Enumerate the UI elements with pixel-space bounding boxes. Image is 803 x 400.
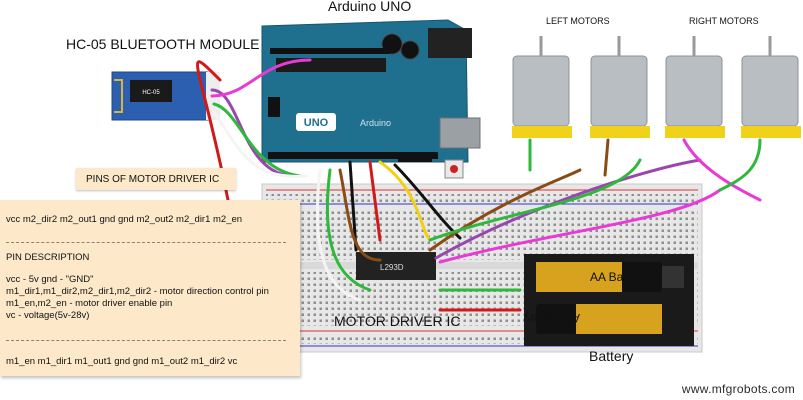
left-motors-title: LEFT MOTORS [546, 16, 610, 26]
pin-description-panel: vcc m2_dir2 m2_out1 gnd gnd m2_out2 m2_d… [0, 200, 300, 376]
arduino-title: Arduino UNO [328, 0, 412, 14]
ic-label: L293D [380, 263, 404, 272]
bottom-pin-row: m1_en m1_dir1 m1_out1 gnd gnd m1_out2 m1… [6, 356, 238, 367]
wires [196, 58, 762, 312]
description-line-2: m1_dir1,m1_dir2,m2_dir1,m2_dir2 - motor … [6, 286, 269, 297]
board-label: Arduino [360, 118, 391, 128]
right-motors-title: RIGHT MOTORS [689, 16, 759, 26]
hc05-module: HC-05 [111, 71, 220, 121]
top-pin-row: vcc m2_dir2 m2_out1 gnd gnd m2_out2 m2_d… [6, 214, 243, 225]
description-line-4: vc - voltage(5v-28v) [6, 310, 90, 321]
pins-card [76, 168, 236, 190]
divider-top [6, 242, 286, 243]
divider-bottom [6, 340, 286, 341]
motor-left-1 [512, 36, 572, 138]
bt-chip-label: HC-05 [142, 90, 160, 96]
motor-right-2 [741, 36, 801, 138]
motor-left-2 [590, 36, 650, 138]
l293d-ic: L293D [356, 252, 436, 280]
battery-pack: AA Battery AA Battery [523, 254, 694, 346]
board-logo: UNO [304, 117, 329, 129]
battery-bottom-label: AA Battery [523, 311, 580, 325]
motor-driver-title: MOTOR DRIVER IC [334, 313, 461, 329]
watermark: www.mfgrobots.com [681, 382, 795, 396]
battery-top-label: AA Battery [590, 270, 647, 284]
arduino-board: UNO Arduino [261, 19, 481, 179]
description-heading: PIN DESCRIPTION [6, 252, 90, 263]
description-line-1: vcc - 5v gnd - "GND" [6, 274, 94, 285]
pins-card-title: PINS OF MOTOR DRIVER IC [86, 174, 220, 185]
motor-right-1 [665, 36, 725, 138]
description-line-3: m1_en,m2_en - motor driver enable pin [6, 298, 173, 309]
battery-title: Battery [589, 348, 634, 364]
bluetooth-title: HC-05 BLUETOOTH MODULE [66, 36, 260, 52]
